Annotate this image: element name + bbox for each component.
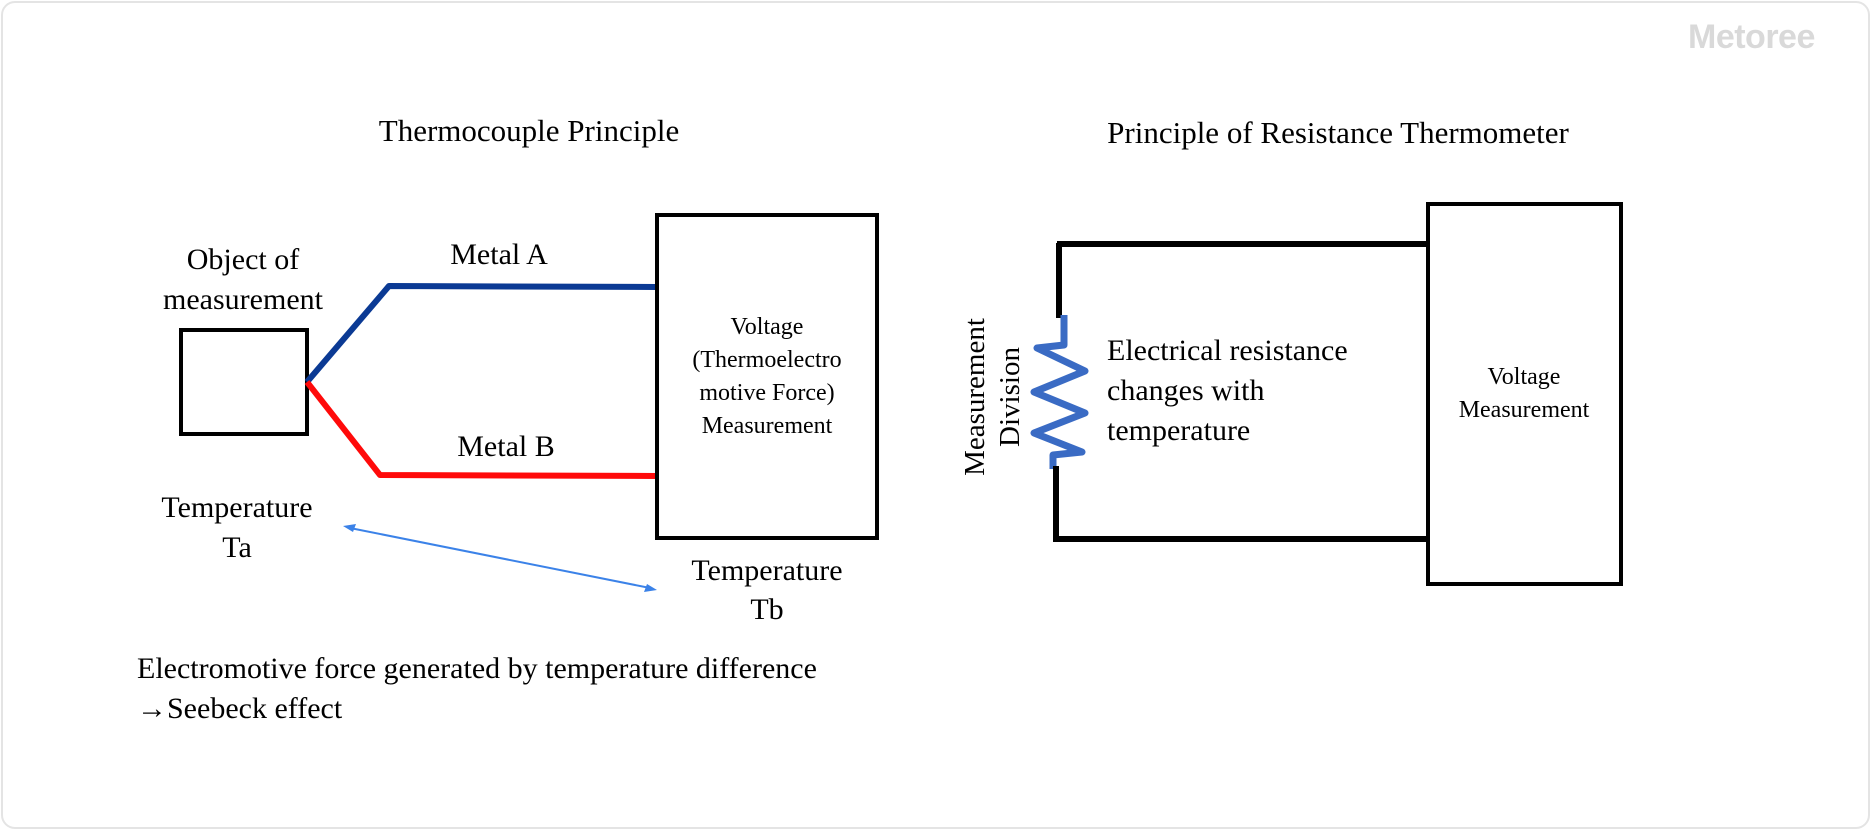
measurement-division-line2: Division [994, 347, 1026, 447]
thermo-voltage-line3: motive Force) [699, 380, 835, 406]
thermo-voltage-line2: (Thermoelectro [692, 347, 842, 373]
seebeck-note-line2: →Seebeck effect [137, 692, 343, 725]
thermo-voltage-line4: Measurement [701, 413, 833, 439]
metoree-watermark: Metoree [1688, 18, 1815, 56]
thermo-voltage-line1: Voltage [730, 314, 804, 340]
temperature-a-line1: Temperature [161, 491, 313, 524]
object-label-line2: measurement [163, 283, 323, 316]
resistance-title: Principle of Resistance Thermometer [1107, 115, 1569, 150]
measurement-division-label: Measurement Division [958, 318, 1028, 476]
thermocouple-title: Thermocouple Principle [378, 113, 680, 148]
seebeck-note-line1: Electromotive force generated by tempera… [137, 652, 817, 685]
temperature-b-line2: Tb [750, 593, 784, 626]
metal-b-label: Metal B [457, 430, 555, 463]
metal-a-wire [304, 283, 658, 384]
resistance-voltage-meter-box [1426, 202, 1623, 586]
metal-b-wire [304, 380, 658, 479]
measured-object-box [179, 328, 309, 436]
object-label-line1: Object of [186, 243, 300, 276]
resistance-voltage-line2: Measurement [1458, 397, 1590, 423]
resistor-zigzag [1030, 315, 1089, 469]
thermo-voltage-meter-box [655, 213, 879, 540]
temperature-b-line1: Temperature [691, 554, 843, 587]
resistance-desc-line2: changes with [1107, 374, 1265, 407]
measurement-division-line1: Measurement [959, 318, 992, 476]
resistance-desc-line3: temperature [1107, 414, 1251, 447]
metal-a-label: Metal A [450, 238, 548, 271]
temperature-difference-arrow [343, 524, 657, 592]
resistance-voltage-line1: Voltage [1487, 364, 1561, 390]
temperature-a-line2: Ta [222, 531, 252, 564]
resistance-desc-line1: Electrical resistance [1107, 334, 1348, 367]
